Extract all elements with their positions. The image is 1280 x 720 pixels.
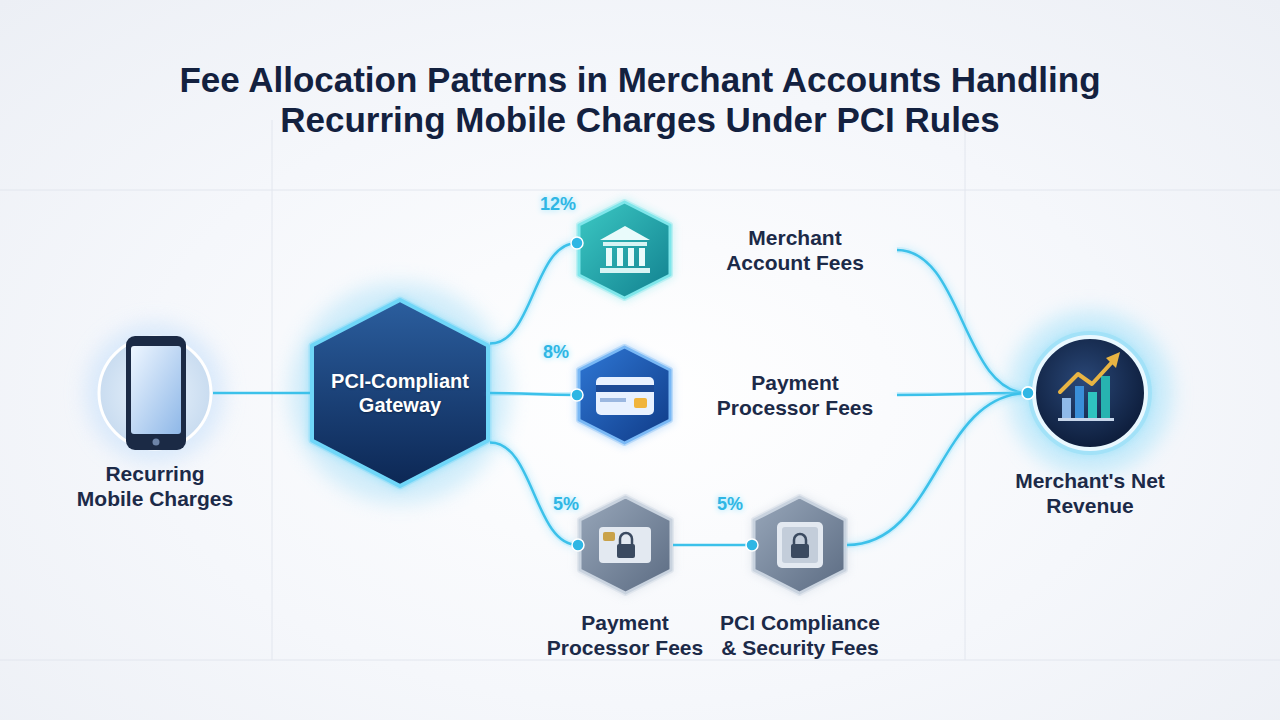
- fee-hexagon-outline: [752, 495, 847, 595]
- hexagon-glow: [580, 497, 671, 593]
- connector-glow: [673, 542, 752, 548]
- hexagon-body: [579, 347, 670, 443]
- safe-icon: [777, 522, 823, 568]
- node-caption: PCI Compliance & Security Fees: [710, 610, 890, 660]
- connector-line: [490, 393, 577, 395]
- circle-body: [1034, 337, 1146, 449]
- connector-dot: [571, 389, 583, 401]
- connector-glow: [213, 390, 310, 396]
- connector-line: [897, 250, 1028, 393]
- flow-connector: [490, 237, 583, 344]
- flow-connector: [213, 393, 310, 394]
- gateway-hexagon: PCI-Compliant Gateway: [310, 298, 490, 488]
- phone-icon: [126, 336, 186, 450]
- connector-line: [490, 243, 577, 344]
- fee-hexagon: Payment Processor Fees: [577, 345, 897, 445]
- fee-hexagon-outline: [577, 345, 672, 445]
- phone-halo: [85, 323, 225, 463]
- flow-connector: [490, 442, 584, 551]
- connector-dot: [1022, 387, 1034, 399]
- node-caption: Merchant's Net Revenue: [1015, 468, 1165, 518]
- card-icon: [596, 377, 654, 415]
- flow-connector: [847, 387, 1034, 545]
- connector-line: [897, 393, 1028, 395]
- gateway-halo: [290, 283, 510, 503]
- flow-connector: [897, 250, 1034, 399]
- connector-glow: [490, 243, 577, 344]
- revenue-circle-outline: [1028, 331, 1152, 455]
- node-label: PCI-Compliant Gateway: [322, 369, 478, 417]
- connector-glow: [490, 442, 578, 545]
- connector-dot: [571, 237, 583, 249]
- hexagon-body: [579, 202, 670, 298]
- flow-connector: [897, 387, 1034, 399]
- connector-dot: [1022, 387, 1034, 399]
- fee-hexagon: Payment Processor Fees: [578, 495, 673, 595]
- fee-hexagon-outline: [577, 200, 672, 300]
- connector-line: [213, 392, 310, 395]
- flow-connector: [673, 539, 758, 551]
- growth-chart-icon: [1058, 352, 1120, 421]
- revenue-circle: Merchant's Net Revenue: [1028, 331, 1152, 455]
- hexagon-body: [580, 497, 671, 593]
- connector-line: [673, 544, 752, 547]
- fee-hexagon: PCI Compliance & Security Fees: [752, 495, 847, 595]
- connector-dot: [1022, 387, 1034, 399]
- fee-hexagon-outline: [578, 495, 673, 595]
- connector-dot: [746, 539, 758, 551]
- node-caption: Recurring Mobile Charges: [75, 461, 235, 511]
- percentage-label: 5%: [700, 494, 760, 514]
- circle-body: [99, 337, 211, 449]
- node-caption: Payment Processor Fees: [715, 370, 875, 420]
- source-circle-outline: [97, 335, 213, 451]
- hexagon-glow: [312, 300, 488, 486]
- hexagon-body: [312, 300, 488, 486]
- gateway-hexagon-outline: [310, 298, 490, 488]
- circle-glow: [1031, 334, 1149, 452]
- connector-line: [490, 442, 578, 545]
- connector-glow: [897, 250, 1028, 393]
- percentage-label: 5%: [536, 494, 596, 514]
- connector-dot: [572, 539, 584, 551]
- node-caption: Merchant Account Fees: [715, 225, 875, 275]
- hexagon-glow: [754, 497, 845, 593]
- bank-icon: [600, 226, 650, 273]
- lock-card-icon: [599, 527, 651, 563]
- revenue-halo: [1008, 311, 1172, 475]
- hexagon-body: [754, 497, 845, 593]
- fee-hexagon: Merchant Account Fees: [577, 200, 897, 300]
- hexagon-glow: [579, 202, 670, 298]
- flow-connector: [490, 389, 583, 401]
- connector-glow: [847, 393, 1028, 545]
- connector-line: [847, 393, 1028, 545]
- percentage-label: 8%: [526, 342, 586, 362]
- connector-glow: [490, 393, 577, 395]
- diagram-title: Fee Allocation Patterns in Merchant Acco…: [120, 60, 1160, 140]
- node-caption: Payment Processor Fees: [545, 610, 705, 660]
- percentage-label: 12%: [528, 194, 588, 214]
- hexagon-glow: [579, 347, 670, 443]
- grid-lines: [0, 120, 1280, 660]
- connector-glow: [897, 393, 1028, 395]
- source-circle: Recurring Mobile Charges: [97, 335, 213, 451]
